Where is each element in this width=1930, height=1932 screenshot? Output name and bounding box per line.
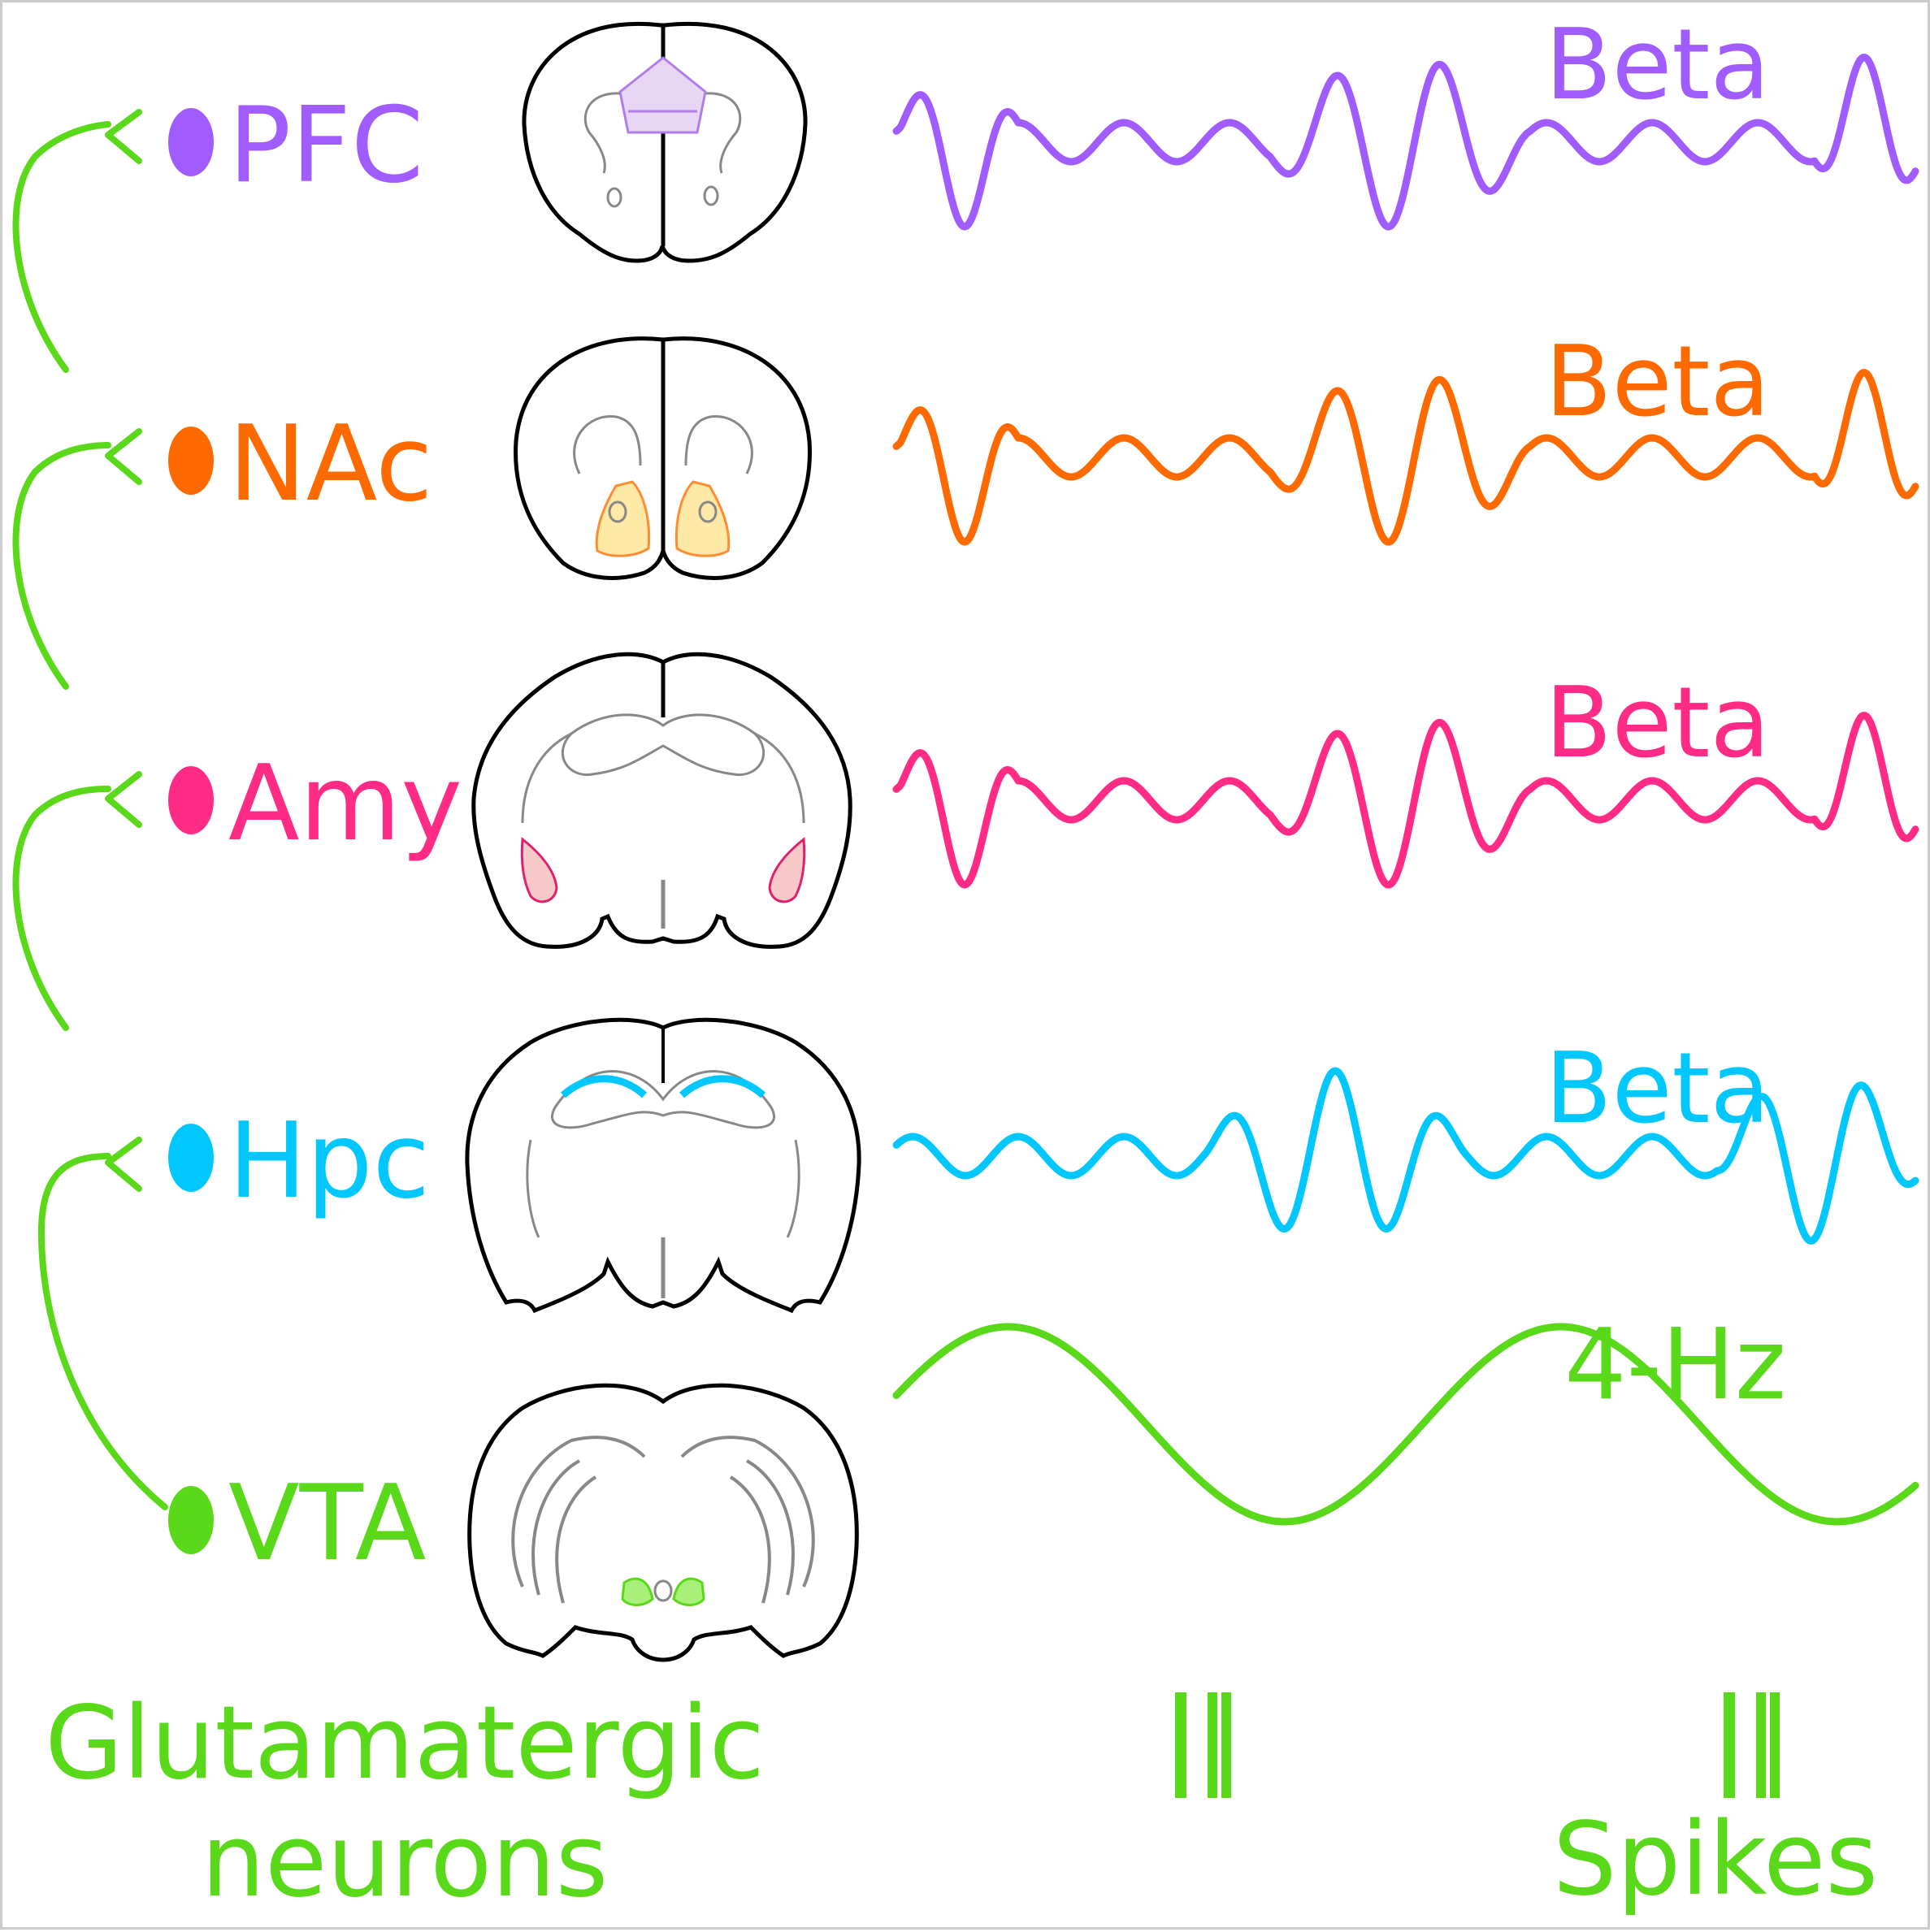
brain-slice-amy-icon [471, 652, 852, 949]
brain-slice-vta-icon [467, 1383, 859, 1662]
vta-oscillation-label: 4-Hz [1564, 1309, 1786, 1422]
hpc-neuron-dot [168, 1124, 214, 1192]
spike-marker [1208, 1692, 1217, 1798]
nac-label: NAc [228, 404, 432, 525]
axon-terminal-pfc-icon [105, 109, 142, 164]
axon-to-pfc [12, 121, 111, 373]
axon-terminal-nac-icon [105, 428, 142, 485]
brain-slice-hpc-icon [465, 1017, 861, 1314]
amy-beta-trace [892, 712, 1919, 889]
pfc-neuron-dot [168, 108, 214, 176]
vta-4hz-trace [892, 1323, 1919, 1526]
pfc-oscillation-label: Beta [1545, 9, 1770, 122]
axon-to-nac [12, 442, 111, 690]
region-dots [168, 108, 214, 1554]
hpc-oscillation-label: Beta [1545, 1033, 1770, 1146]
vta-neuron-dot [168, 1486, 214, 1554]
brain-slice-pfc-icon [522, 22, 808, 263]
spike-marker [1770, 1692, 1780, 1798]
axon-to-amy [12, 786, 111, 1031]
hpc-label: Hpc [228, 1101, 430, 1222]
pfc-beta-trace [892, 54, 1919, 231]
nac-oscillation-label: Beta [1545, 326, 1770, 439]
nac-neuron-dot [168, 427, 214, 495]
amy-oscillation-label: Beta [1545, 667, 1770, 780]
neurons-label-line2: neurons [202, 1803, 609, 1920]
pfc-label: PFC [228, 85, 423, 206]
neurons-label-line1: Glutamatergic [45, 1685, 765, 1802]
spike-marker [1175, 1692, 1186, 1798]
spike-marker [1221, 1692, 1231, 1798]
axon-terminal-amy-icon [105, 771, 142, 828]
axon-projections [12, 109, 168, 1510]
vta-label: VTA [228, 1463, 426, 1584]
nac-beta-trace [892, 369, 1919, 546]
axon-to-hpc [37, 1153, 168, 1510]
brain-slice-nac-icon [514, 336, 812, 580]
amy-neuron-dot [168, 766, 214, 834]
spike-marker [1724, 1692, 1735, 1798]
axon-terminal-hpc-icon [105, 1137, 142, 1192]
hpc-beta-trace [892, 1067, 1919, 1245]
amy-label: Amy [228, 743, 462, 864]
spike-marker [1756, 1692, 1766, 1798]
spike-markers [1175, 1692, 1780, 1798]
spikes-label: Spikes [1553, 1801, 1878, 1918]
